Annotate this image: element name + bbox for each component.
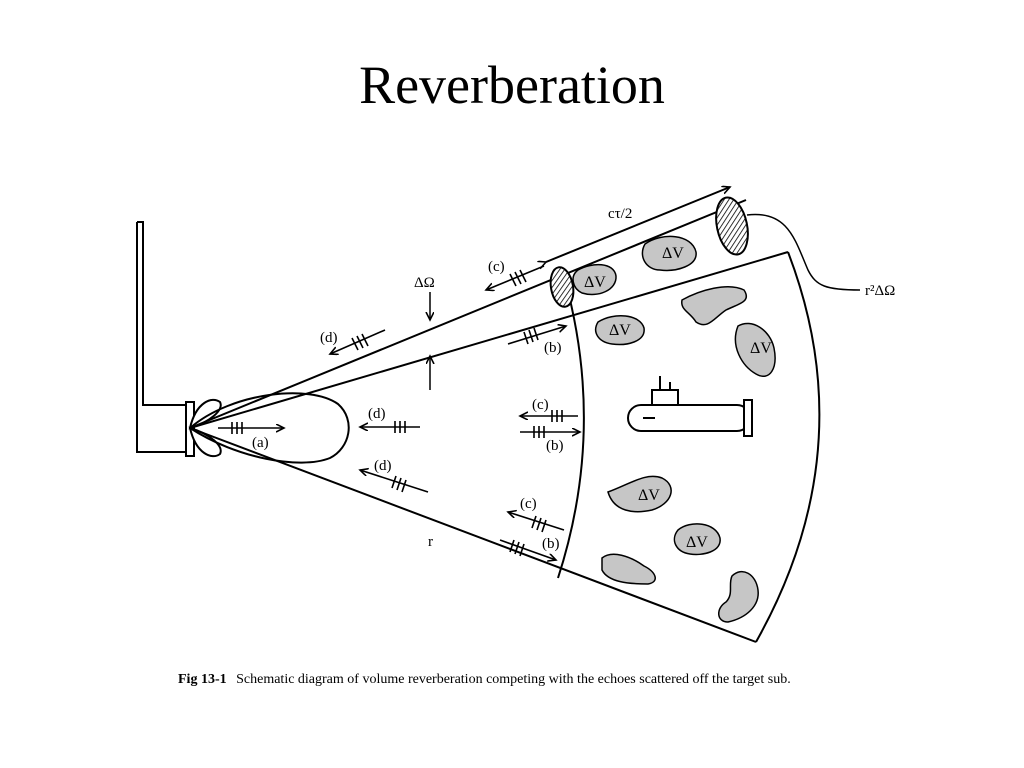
volume-label: ΔV: [584, 274, 606, 291]
solid-angle-label: ΔΩ: [414, 275, 435, 291]
ship-mount: [136, 221, 190, 453]
path-label-b: (b): [546, 438, 564, 454]
path-label-c: (c): [488, 259, 505, 275]
volume-blob: [601, 553, 656, 585]
path-label-a: (a): [252, 435, 269, 451]
volume-label: ΔV: [750, 340, 772, 357]
slide-title: Reverberation: [359, 55, 665, 115]
scatterers: [572, 235, 776, 623]
volume-blob: [673, 523, 721, 556]
figure-caption: Fig 13-1 Schematic diagram of volume rev…: [178, 672, 791, 687]
path-labels: (a) (d) (d) (d) (c) (b) (c) (b) (c) (b): [252, 259, 564, 552]
volume-blob: [681, 286, 747, 326]
volume-blob: [594, 315, 645, 346]
arrow-c-3: [508, 512, 565, 531]
volume-label: ΔV: [609, 322, 631, 339]
figure-caption-text: Schematic diagram of volume reverberatio…: [236, 672, 791, 687]
range-label: r: [428, 534, 433, 550]
beam-cone: [189, 199, 821, 643]
submarine-target: [627, 376, 753, 437]
volume-label: ΔV: [686, 534, 708, 551]
area-leader: [746, 213, 861, 291]
arrow-b-3: [499, 539, 556, 560]
volume-blob: [718, 570, 759, 623]
arrow-d-1: [330, 329, 386, 354]
volume-blob: [734, 322, 776, 377]
hatched-disc-far: [715, 196, 749, 256]
pulse-arrows: [218, 265, 580, 560]
volume-blob: [607, 475, 672, 513]
pulse-length-arrow: [546, 187, 730, 262]
pulse-length-label: cτ/2: [608, 206, 632, 222]
figure-number: Fig 13-1: [178, 672, 227, 687]
path-label-c: (c): [532, 397, 549, 413]
path-label-b: (b): [544, 340, 562, 356]
volume-label: ΔV: [638, 487, 660, 504]
path-label-c: (c): [520, 496, 537, 512]
arrow-c-1: [486, 265, 545, 290]
path-label-d: (d): [368, 406, 386, 422]
path-label-d: (d): [374, 458, 392, 474]
path-label-b: (b): [542, 536, 560, 552]
volume-labels: ΔV ΔV ΔV ΔV ΔV ΔV: [584, 245, 772, 551]
path-label-d: (d): [320, 330, 338, 346]
volume-blob: [572, 263, 617, 296]
volume-label: ΔV: [662, 245, 684, 262]
area-label: r²ΔΩ: [865, 283, 895, 299]
volume-blob: [641, 235, 697, 272]
